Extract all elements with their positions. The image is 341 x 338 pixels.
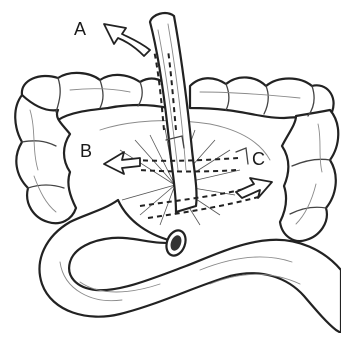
arrow-c [236, 178, 272, 198]
route-c-path-2 [148, 196, 262, 218]
label-b: B [80, 141, 92, 161]
descending-colon [280, 110, 338, 241]
arrow-b [104, 152, 140, 174]
drain-tube [150, 13, 197, 212]
label-a: A [74, 19, 86, 39]
tube-upper [150, 13, 197, 212]
label-c: C [252, 149, 265, 169]
arrow-a [104, 24, 150, 56]
